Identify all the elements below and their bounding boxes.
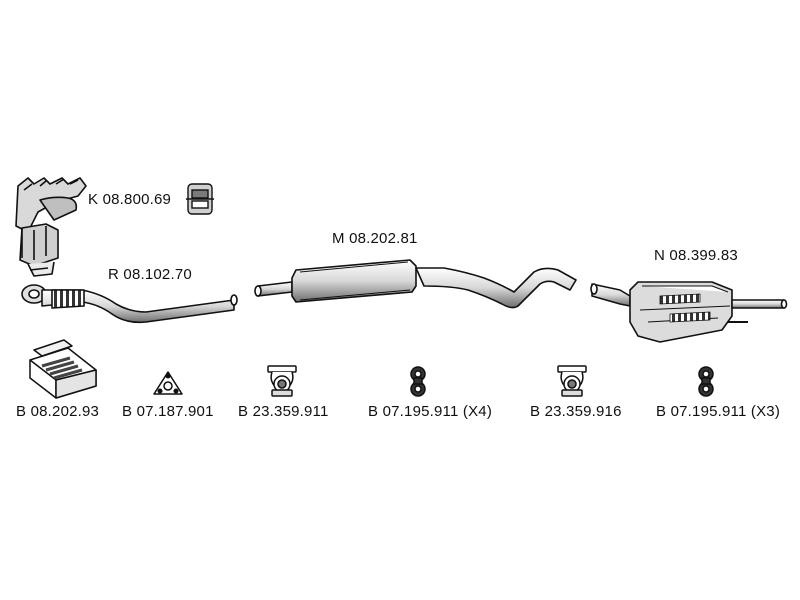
oxygen-sensor-icon [186,183,214,215]
accessory-code-hanger-1: B 07.195.911 (X4) [368,403,493,420]
rubber-hanger-icon [410,366,426,397]
mounting-kit-box-icon [29,339,97,399]
rear-silencer-icon [590,281,788,343]
flange-gasket-icon [153,371,183,395]
accessory-code-hanger-2: B 07.195.911 (X3) [656,403,781,420]
rubber-hanger-icon [698,366,714,397]
accessory-code-mounting-kit: B 08.202.93 [16,403,100,420]
part-code-middle-silencer: M 08.202.81 [332,230,418,247]
accessory-code-gasket: B 07.187.901 [122,403,214,420]
part-code-front-pipe: R 08.102.70 [108,266,192,283]
pipe-clamp-icon [557,365,587,397]
part-code-manifold-cat: K 08.800.69 [88,191,172,208]
front-pipe-icon [21,284,238,324]
part-code-rear-silencer: N 08.399.83 [654,247,738,264]
pipe-clamp-icon [267,365,297,397]
accessory-code-clamp-1: B 23.359.911 [238,403,329,420]
exhaust-manifold-catalytic-converter-icon [15,177,87,277]
accessory-code-clamp-2: B 23.359.916 [530,403,622,420]
middle-silencer-icon [254,259,577,309]
